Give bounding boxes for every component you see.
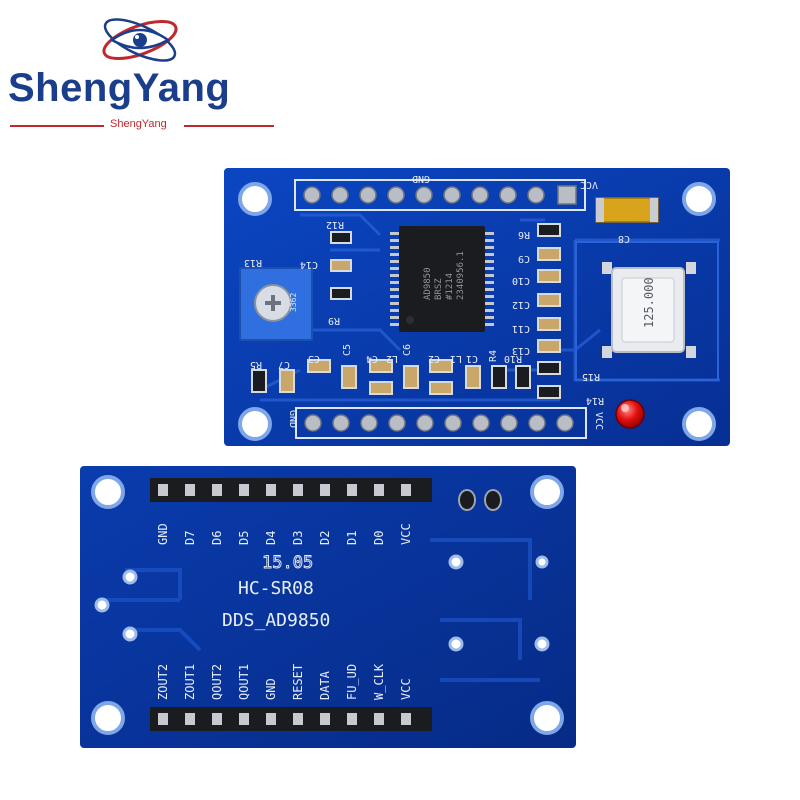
crystal-marking: 125.000 — [642, 277, 656, 328]
pin-top-2: D7 — [183, 531, 197, 545]
pin-top-8: D1 — [345, 531, 359, 545]
label-gnd-top: GND — [412, 173, 430, 184]
label-c3: C3 — [308, 353, 320, 364]
date-code: 15.05 — [262, 553, 313, 573]
ad9850-chip: AD9850 BRSZ #1214 2340956.1 — [390, 226, 494, 332]
bottom-board: GND D7 D6 D5 D4 D3 D2 D1 D0 VCC ZOUT2 ZO… — [80, 466, 576, 748]
label-c4: C4 — [366, 353, 378, 364]
chip-marking-4: 2340956.1 — [456, 251, 466, 300]
pin-top-9: D0 — [372, 531, 386, 545]
brand-divider-left — [10, 125, 104, 127]
pin-bottom-1: ZOUT2 — [156, 664, 170, 700]
pot-marking: 3362 — [289, 293, 298, 312]
pin-bottom-10: VCC — [399, 678, 413, 700]
chip-marking-2: BRSZ — [434, 278, 444, 300]
label-r13: R13 — [244, 257, 262, 268]
label-r12: R12 — [326, 219, 344, 230]
label-c6: C6 — [402, 344, 413, 356]
eye-logo-icon — [102, 18, 178, 62]
brand-divider-right — [184, 125, 274, 127]
mounting-holes-top — [238, 182, 716, 441]
chip-marking-3: #1214 — [445, 273, 455, 300]
top-header-pins — [294, 179, 586, 211]
pin-top-5: D4 — [264, 531, 278, 545]
bottom-bottom-header — [150, 707, 432, 731]
label-c1: C1 — [466, 353, 478, 364]
label-l2: L2 — [386, 353, 398, 364]
brand-subtitle: ShengYang — [110, 118, 167, 130]
label-r5: R5 — [250, 359, 262, 370]
pin-top-10: VCC — [399, 523, 413, 545]
label-r10: R10 — [504, 353, 522, 364]
pin-top-3: D6 — [210, 531, 224, 545]
label-r15: R15 — [582, 371, 600, 382]
pin-top-6: D3 — [291, 531, 305, 545]
label-c12: C12 — [512, 299, 530, 310]
pin-bottom-4: QOUT1 — [237, 664, 251, 700]
label-vcc-bottom: VCC — [593, 412, 604, 430]
label-c14: C14 — [300, 259, 318, 270]
chip-marking-1: AD9850 — [423, 267, 433, 300]
top-silkscreen: GND VCC R12 C14 R13 R9 R6 C8 C9 C10 C12 … — [244, 173, 630, 430]
label-c13: C13 — [512, 345, 530, 356]
board-title: DDS_AD9850 — [222, 610, 330, 631]
bottom-header-pins — [295, 407, 587, 439]
bottom-pin-labels: GND D7 D6 D5 D4 D3 D2 D1 D0 VCC ZOUT2 ZO… — [156, 523, 413, 700]
label-c2: C2 — [428, 353, 440, 364]
led — [615, 399, 645, 429]
model-name: HC-SR08 — [238, 578, 314, 599]
potentiometer: 3362 — [239, 267, 313, 341]
pin-bottom-3: QOUT2 — [210, 664, 224, 700]
brand-name: ShengYang — [8, 66, 231, 110]
bottom-traces — [100, 538, 540, 682]
pin-top-7: D2 — [318, 531, 332, 545]
pin-bottom-8: FU_UD — [345, 664, 359, 700]
mounting-holes-bottom — [91, 475, 564, 735]
label-c11: C11 — [512, 323, 530, 334]
crystal-outline — [575, 241, 719, 381]
label-r4: R4 — [488, 350, 499, 362]
vias — [94, 554, 550, 652]
tantalum-capacitor — [595, 197, 659, 223]
pin-bottom-9: W_CLK — [372, 663, 386, 700]
smd-components — [251, 223, 561, 399]
board-markings: 15.05 HC-SR08 DDS_AD9850 — [222, 553, 330, 631]
label-r14: R14 — [586, 395, 604, 406]
label-c10: C10 — [512, 275, 530, 286]
label-c5: C5 — [342, 344, 353, 356]
label-l1: L1 — [450, 353, 462, 364]
label-c9: C9 — [518, 253, 530, 264]
top-board: AD9850 BRSZ #1214 2340956.1 3362 125.000 — [224, 168, 730, 446]
brand-logo: ShengYang ShengYang — [0, 0, 290, 140]
label-vcc-top: VCC — [580, 179, 598, 190]
label-c8: C8 — [618, 233, 630, 244]
label-r6: R6 — [518, 229, 530, 240]
label-c7: C7 — [278, 359, 290, 370]
pin-top-1: GND — [156, 523, 170, 545]
pin-bottom-7: DATA — [318, 670, 332, 700]
label-gnd-bottom: GND — [287, 410, 298, 428]
pin-top-4: D5 — [237, 531, 251, 545]
pin-bottom-2: ZOUT1 — [183, 664, 197, 700]
label-r9: R9 — [328, 315, 340, 326]
pin-bottom-5: GND — [264, 678, 278, 700]
bottom-top-header — [150, 478, 432, 502]
crystal-oscillator: 125.000 — [602, 262, 696, 358]
pin-bottom-6: RESET — [291, 664, 305, 700]
led-pads — [458, 489, 502, 511]
